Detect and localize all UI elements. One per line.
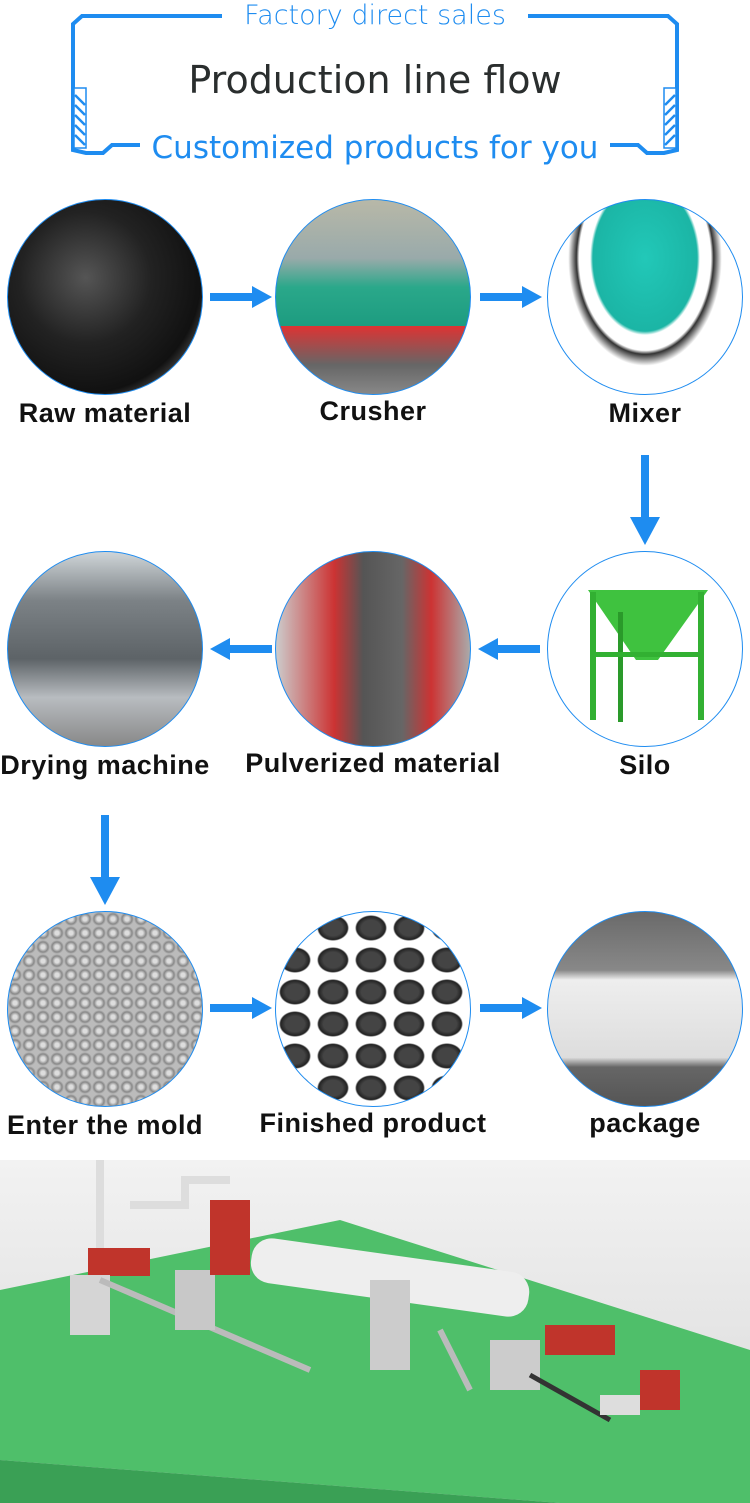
arrow-left-icon (478, 638, 540, 660)
arrow-right-icon (210, 997, 272, 1019)
step-label: Finished product (259, 1108, 487, 1138)
header-frame (71, 14, 679, 155)
step-label: Pulverized material (245, 748, 501, 778)
mixer-image (547, 199, 743, 395)
step-label: Crusher (319, 396, 427, 426)
page-title: Production line flow (188, 58, 562, 102)
finished-product-image (275, 911, 471, 1107)
tagline-top: Factory direct sales (244, 0, 506, 31)
arrow-left-icon (210, 638, 272, 660)
step-label: Drying machine (0, 750, 210, 780)
mold-image (7, 911, 203, 1107)
tagline-bottom: Customized products for you (151, 130, 599, 166)
step-label: Silo (619, 750, 671, 780)
arrow-down-icon (630, 455, 660, 545)
arrow-right-icon (480, 997, 542, 1019)
production-line-image (0, 1160, 750, 1503)
arrow-right-icon (480, 286, 542, 308)
pulverized-material-image (275, 551, 471, 747)
step-label: package (589, 1108, 701, 1138)
step-label: Mixer (608, 398, 682, 428)
silo-icon (588, 590, 708, 722)
arrow-down-icon (90, 815, 120, 905)
step-label: Raw material (18, 398, 192, 428)
package-image (547, 911, 743, 1107)
crusher-image (275, 199, 471, 395)
arrow-right-icon (210, 286, 272, 308)
step-label: Enter the mold (6, 1110, 203, 1140)
drying-machine-image (7, 551, 203, 747)
silo-image (547, 551, 743, 747)
raw-material-image (7, 199, 203, 395)
